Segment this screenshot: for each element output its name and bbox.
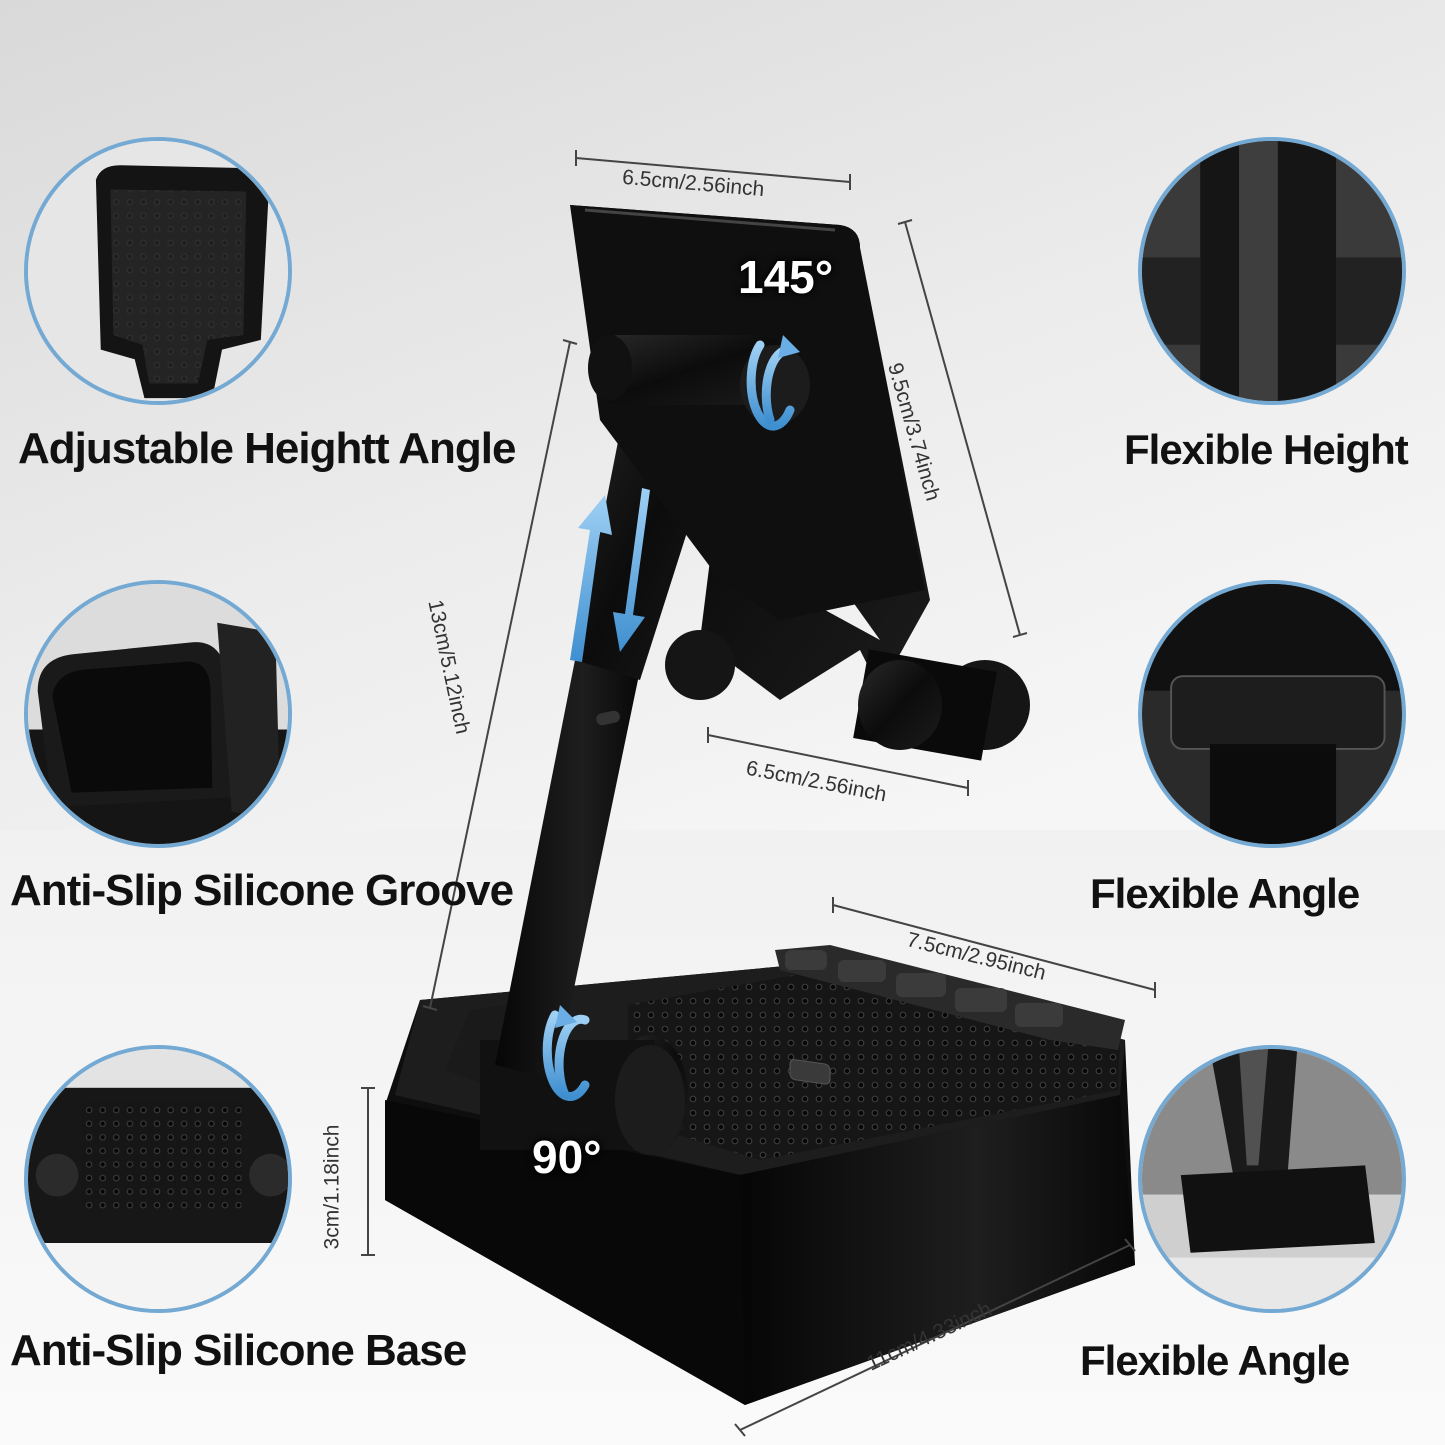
dimension-base-height: 3cm/1.18inch: [320, 1124, 344, 1250]
angle-bottom-label: 90°: [532, 1131, 602, 1183]
feature-caption-top-left: Adjustable Heightt Angle: [18, 424, 516, 473]
callout-flexible-height: [1138, 137, 1406, 405]
lower-arm: [495, 660, 640, 1080]
callout-flexible-angle-bottom: [1138, 1045, 1406, 1313]
holder-lip: [665, 630, 1030, 761]
feature-caption-bottom-right: Flexible Angle: [1080, 1337, 1350, 1384]
button-call-icon: [896, 973, 946, 997]
callout-silicone-base: [24, 1045, 292, 1313]
rotate-arrow-icon: [542, 340, 795, 1102]
feature-caption-top-right: Flexible Height: [1124, 426, 1409, 473]
rotate-arrowhead-icon: [555, 335, 800, 1028]
holder-plate: [570, 205, 930, 700]
angle-top-label: 145°: [738, 251, 834, 303]
button-bluetooth-icon: [955, 988, 1007, 1012]
button-prev-icon: [785, 950, 827, 970]
feature-caption-middle-right: Flexible Angle: [1090, 870, 1360, 917]
speaker-base: [385, 945, 1135, 1405]
callout-flexible-angle-top: [1138, 580, 1406, 848]
button-next-icon: [838, 960, 886, 982]
callout-holder-pad: [24, 137, 292, 405]
slide-arrow-icon: [570, 488, 650, 662]
feature-caption-bottom-left: Anti-Slip Silicone Base: [10, 1326, 467, 1375]
dimension-lines: [361, 150, 1156, 1437]
callout-silicone-groove: [24, 580, 292, 848]
feature-caption-middle-left: Anti-Slip Silicone Groove: [10, 866, 514, 915]
button-power-icon: [1015, 1003, 1063, 1027]
